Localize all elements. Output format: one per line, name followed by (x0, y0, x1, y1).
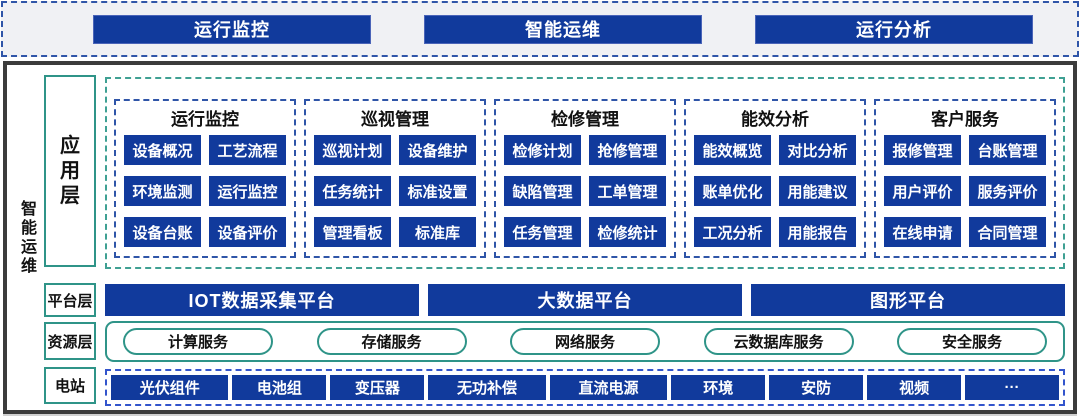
station-segment[interactable]: 安防 (769, 375, 864, 400)
platform-bar[interactable]: 图形平台 (751, 284, 1065, 316)
group-grid: 检修计划抢修管理缺陷管理工单管理任务管理检修统计 (504, 135, 666, 247)
module-button[interactable]: 在线申请 (884, 217, 961, 247)
station-segment[interactable]: 光伏组件 (111, 375, 229, 400)
app-group: 客户服务报修管理台账管理用户评价服务评价在线申请合同管理 (874, 99, 1056, 258)
module-button[interactable]: 任务统计 (314, 176, 391, 206)
module-button[interactable]: 设备评价 (209, 217, 286, 247)
layer-label-resource: 资源层 (44, 322, 96, 360)
group-grid: 设备概况工艺流程环境监测运行监控设备台账设备评价 (124, 135, 286, 247)
resource-pill[interactable]: 安全服务 (897, 328, 1047, 355)
module-button[interactable]: 服务评价 (969, 176, 1046, 206)
resource-pill[interactable]: 计算服务 (123, 328, 273, 355)
group-grid: 能效概览对比分析账单优化用能建议工况分析用能报告 (694, 135, 856, 247)
station-segment[interactable]: 无功补偿 (428, 375, 546, 400)
main-frame: 智能运维 应用层 运行监控设备概况工艺流程环境监测运行监控设备台账设备评价巡视管… (3, 61, 1077, 414)
group-grid: 巡视计划设备维护任务统计标准设置管理看板标准库 (314, 135, 476, 247)
module-button[interactable]: 台账管理 (969, 135, 1046, 165)
station-segment[interactable]: 电池组 (232, 375, 327, 400)
module-button[interactable]: 报修管理 (884, 135, 961, 165)
module-button[interactable]: 账单优化 (694, 176, 771, 206)
module-button[interactable]: 缺陷管理 (504, 176, 581, 206)
resource-pill[interactable]: 云数据库服务 (703, 328, 854, 355)
module-button[interactable]: 合同管理 (969, 217, 1046, 247)
module-button[interactable]: 能效概览 (694, 135, 771, 165)
module-button[interactable]: 用能建议 (779, 176, 856, 206)
module-button[interactable]: 抢修管理 (589, 135, 666, 165)
station-segment[interactable]: ··· (965, 375, 1060, 400)
top-bar: 运行监控 智能运维 运行分析 (1, 1, 1079, 57)
station-segment[interactable]: 直流电源 (549, 375, 668, 400)
module-button[interactable]: 检修计划 (504, 135, 581, 165)
layer-label-application: 应用层 (44, 75, 96, 267)
layer-label-platform: 平台层 (44, 283, 96, 317)
module-button[interactable]: 管理看板 (314, 217, 391, 247)
platform-bars-container: IOT数据采集平台大数据平台图形平台 (105, 284, 1065, 316)
module-button[interactable]: 环境监测 (124, 176, 201, 206)
module-button[interactable]: 设备概况 (124, 135, 201, 165)
layer-label-station: 电站 (44, 367, 96, 404)
module-button[interactable]: 任务管理 (504, 217, 581, 247)
module-button[interactable]: 标准设置 (399, 176, 476, 206)
group-title: 客户服务 (931, 110, 999, 129)
station-devices-container: 光伏组件电池组变压器无功补偿直流电源环境安防视频··· (105, 369, 1065, 406)
module-button[interactable]: 工况分析 (694, 217, 771, 247)
app-group: 检修管理检修计划抢修管理缺陷管理工单管理任务管理检修统计 (494, 99, 676, 258)
app-group: 运行监控设备概况工艺流程环境监测运行监控设备台账设备评价 (114, 99, 296, 258)
top-bar-button-1[interactable]: 运行监控 (93, 14, 371, 44)
app-groups-container: 运行监控设备概况工艺流程环境监测运行监控设备台账设备评价巡视管理巡视计划设备维护… (105, 77, 1065, 269)
group-title: 巡视管理 (361, 110, 429, 129)
group-title: 检修管理 (551, 110, 619, 129)
top-bar-button-2[interactable]: 智能运维 (424, 14, 702, 44)
app-group: 巡视管理巡视计划设备维护任务统计标准设置管理看板标准库 (304, 99, 486, 258)
module-button[interactable]: 设备台账 (124, 217, 201, 247)
group-title: 能效分析 (741, 110, 809, 129)
top-bar-button-3[interactable]: 运行分析 (755, 14, 1033, 44)
group-title: 运行监控 (171, 110, 239, 129)
app-group: 能效分析能效概览对比分析账单优化用能建议工况分析用能报告 (684, 99, 866, 258)
module-button[interactable]: 设备维护 (399, 135, 476, 165)
module-button[interactable]: 用户评价 (884, 176, 961, 206)
module-button[interactable]: 工单管理 (589, 176, 666, 206)
group-grid: 报修管理台账管理用户评价服务评价在线申请合同管理 (884, 135, 1046, 247)
station-segment[interactable]: 环境 (671, 375, 766, 400)
module-button[interactable]: 检修统计 (589, 217, 666, 247)
module-button[interactable]: 用能报告 (779, 217, 856, 247)
main-content: 智能运维 应用层 运行监控设备概况工艺流程环境监测运行监控设备台账设备评价巡视管… (7, 65, 1073, 410)
module-button[interactable]: 标准库 (399, 217, 476, 247)
station-segment[interactable]: 视频 (867, 375, 962, 400)
module-button[interactable]: 工艺流程 (209, 135, 286, 165)
side-label-smart-om: 智能运维 (18, 199, 35, 276)
module-button[interactable]: 巡视计划 (314, 135, 391, 165)
resource-pill[interactable]: 网络服务 (510, 328, 660, 355)
platform-bar[interactable]: IOT数据采集平台 (105, 284, 419, 316)
station-segment[interactable]: 变压器 (330, 375, 425, 400)
resource-services-container: 计算服务 存储服务 网络服务 云数据库服务 安全服务 (105, 321, 1065, 362)
resource-pill[interactable]: 存储服务 (316, 328, 467, 355)
module-button[interactable]: 运行监控 (209, 176, 286, 206)
module-button[interactable]: 对比分析 (779, 135, 856, 165)
platform-bar[interactable]: 大数据平台 (428, 284, 742, 316)
